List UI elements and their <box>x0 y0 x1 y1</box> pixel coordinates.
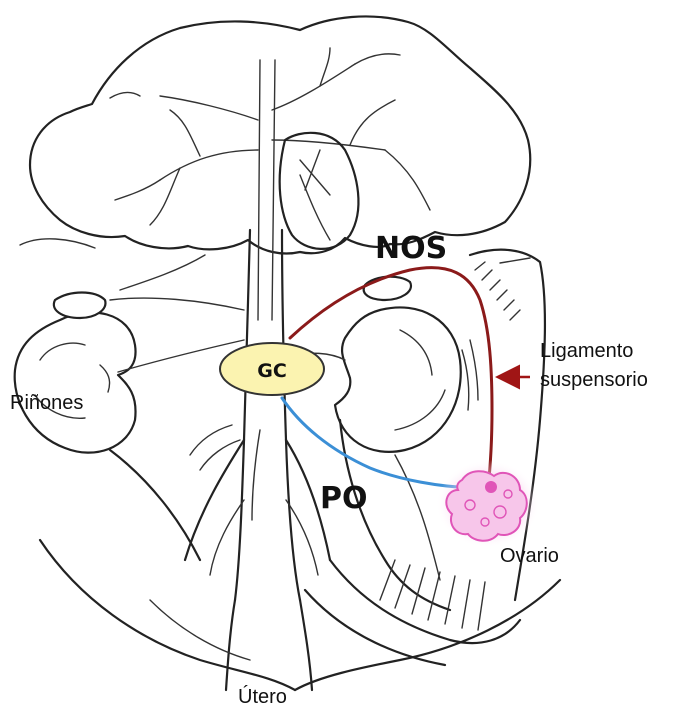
po-label: PO <box>320 481 368 516</box>
ganglion-gc: GC <box>220 343 324 395</box>
ligamento-label-line1: Ligamento <box>540 340 633 362</box>
ligamento-label-line2: suspensorio <box>540 369 648 391</box>
left-kidney <box>15 255 244 453</box>
utero-label: Útero <box>238 685 287 708</box>
stomach-outline <box>280 133 359 249</box>
ovario-label: Ovario <box>500 545 559 567</box>
uterine-structure <box>305 560 520 665</box>
ovary <box>436 460 540 548</box>
pelvis-outline <box>40 540 560 690</box>
gc-label: GC <box>257 360 287 382</box>
nos-label: NOS <box>375 231 447 266</box>
liver-outline <box>20 16 530 253</box>
rinones-label: Riñones <box>10 392 83 414</box>
